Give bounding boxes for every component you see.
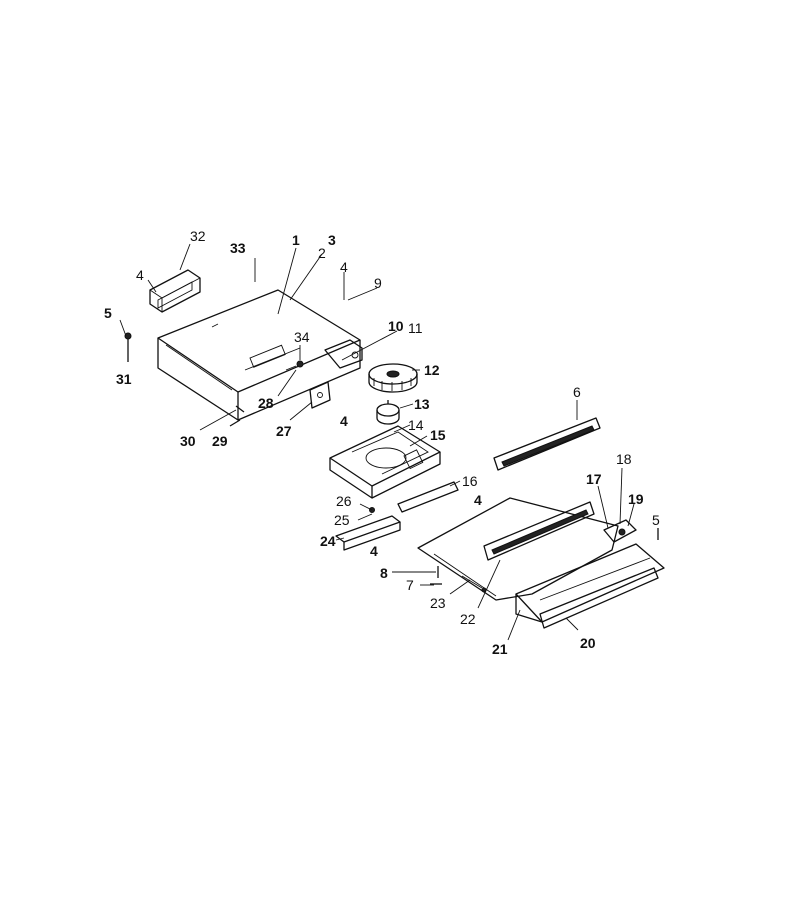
bottom-panel <box>417 497 619 601</box>
front-panel <box>515 543 665 623</box>
callout-19: 19 <box>628 491 644 507</box>
callout-4b: 4 <box>340 259 348 275</box>
callout-26: 26 <box>336 493 352 509</box>
screws-7-8 <box>430 566 442 585</box>
switch-knob <box>285 360 304 371</box>
screws-29-30 <box>229 405 245 427</box>
leader-lines <box>119 243 635 641</box>
callout-21: 21 <box>492 641 508 657</box>
callout-33: 33 <box>230 240 246 256</box>
callout-17: 17 <box>586 471 602 487</box>
housing-cover <box>157 289 361 421</box>
mounting-strip <box>397 481 459 513</box>
side-bracket <box>603 519 637 543</box>
callout-4e: 4 <box>370 543 378 559</box>
duct-collar <box>149 269 201 313</box>
callout-34: 34 <box>294 329 310 345</box>
callout-13: 13 <box>414 396 430 412</box>
callout-28: 28 <box>258 395 274 411</box>
callout-7: 7 <box>406 577 414 593</box>
callout-9: 9 <box>374 275 382 291</box>
callout-8: 8 <box>380 565 388 581</box>
trim-strip <box>539 567 659 629</box>
blower-housing <box>329 425 441 499</box>
grille-22 <box>483 501 595 561</box>
callout-5b: 5 <box>652 512 660 528</box>
blower-wheel <box>368 363 418 393</box>
damper-bracket <box>324 339 363 369</box>
callout-15: 15 <box>430 427 446 443</box>
callout-5a: 5 <box>104 305 112 321</box>
callout-6: 6 <box>573 384 581 400</box>
callout-14: 14 <box>408 417 424 433</box>
callout-4d: 4 <box>474 492 482 508</box>
callout-23: 23 <box>430 595 446 611</box>
switch-plate <box>309 381 331 409</box>
callout-2: 2 <box>318 245 326 261</box>
blower-motor <box>376 400 400 425</box>
callout-29: 29 <box>212 433 228 449</box>
callout-10: 10 <box>388 318 404 334</box>
callout-24: 24 <box>320 533 336 549</box>
callout-32: 32 <box>190 228 206 244</box>
callout-25: 25 <box>334 512 350 528</box>
callout-4a: 4 <box>136 267 144 283</box>
callout-30: 30 <box>180 433 196 449</box>
callout-3: 3 <box>328 232 336 248</box>
callout-1: 1 <box>292 232 300 248</box>
callout-27: 27 <box>276 423 292 439</box>
callout-31: 31 <box>116 371 132 387</box>
callout-16: 16 <box>462 473 478 489</box>
callout-22: 22 <box>460 611 476 627</box>
callout-11: 11 <box>408 320 423 336</box>
callout-12: 12 <box>424 362 440 378</box>
callout-20: 20 <box>580 635 596 651</box>
grille-6 <box>493 417 601 471</box>
screw-31 <box>124 332 132 362</box>
callout-labels: 1 2 3 4 4 4 4 4 5 5 6 7 8 9 10 11 12 13 … <box>104 228 660 657</box>
callout-4c: 4 <box>340 413 348 429</box>
callout-18: 18 <box>616 451 632 467</box>
